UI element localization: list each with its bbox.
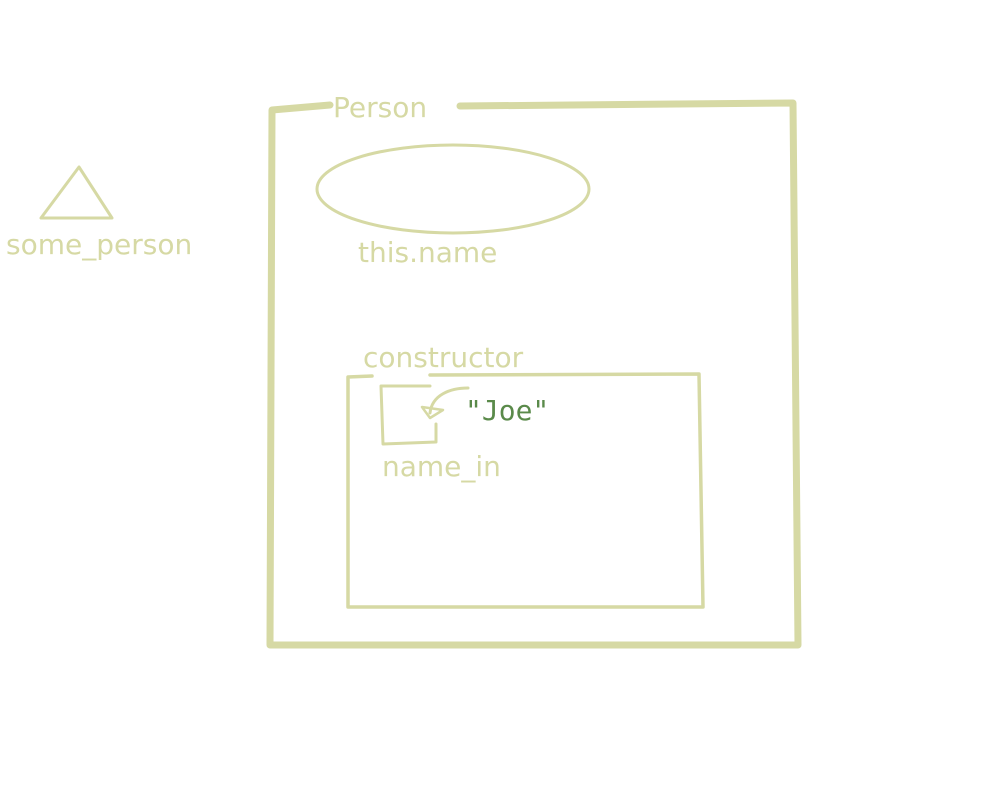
square-icon (379, 384, 438, 446)
label-constructor: constructor (363, 341, 524, 374)
label-some-person: some_person (6, 228, 193, 261)
person-box (266, 99, 802, 649)
label-joe-value: "Joe" (465, 394, 550, 427)
ellipse-icon (315, 143, 591, 235)
label-name-in: name_in (382, 450, 501, 483)
label-person: Person (333, 91, 428, 124)
constructor-box (346, 372, 705, 609)
triangle-icon (39, 165, 114, 220)
arrowhead-icon (420, 405, 445, 420)
label-this-name: this.name (358, 236, 498, 269)
